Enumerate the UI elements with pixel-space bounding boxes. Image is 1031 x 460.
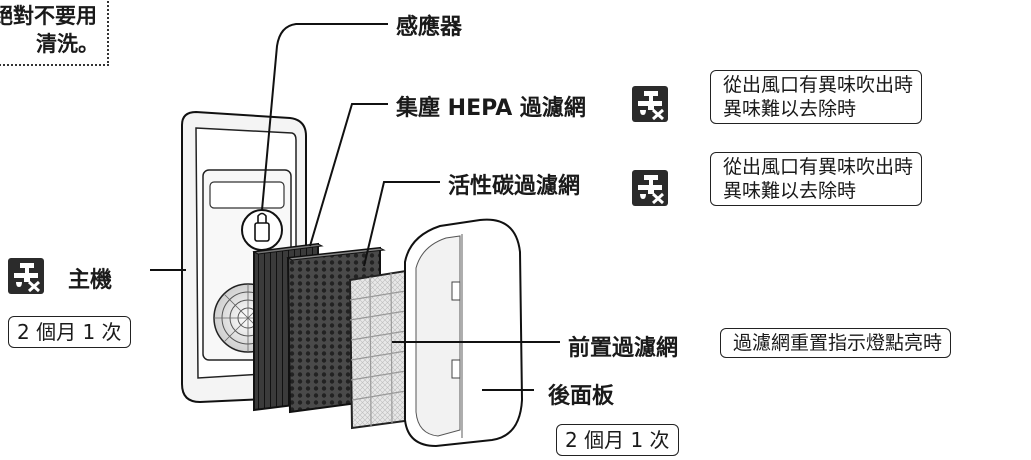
hepa-note: 從出風口有異味吹出時 異味難以去除時 (710, 70, 923, 124)
carbon-note-line-1: 從出風口有異味吹出時 (723, 156, 914, 178)
no-water-wash-icon (8, 258, 44, 294)
hepa-note-line-2: 異味難以去除時 (723, 98, 857, 120)
carbon-note-line-2: 異味難以去除時 (723, 180, 857, 202)
pre-filter (348, 268, 413, 430)
main-unit-frequency: 2 個月 1 次 (8, 316, 131, 348)
prefilter-label: 前置過濾網 (568, 336, 679, 361)
carbon-note: 從出風口有異味吹出時 異味難以去除時 (710, 152, 923, 206)
carbon-label: 活性碳過濾網 (448, 174, 581, 199)
leader-lines (150, 23, 560, 391)
back-panel-frequency: 2 個月 1 次 (556, 424, 679, 456)
hepa-label: 集塵 HEPA 過濾網 (396, 96, 586, 121)
no-water-wash-icon (632, 86, 668, 122)
sensor-label: 感應器 (396, 15, 463, 40)
back-panel-label: 後面板 (548, 384, 615, 409)
main-unit-label: 主機 (68, 268, 113, 293)
no-water-wash-icon (632, 170, 668, 206)
prefilter-note: 過濾網重置指示燈點亮時 (720, 328, 952, 358)
warning-note: 絕對不要用 清洗。 (0, 0, 109, 66)
back-panel (404, 218, 524, 448)
warning-line-1: 絕對不要用 (0, 4, 97, 28)
hepa-note-line-1: 從出風口有異味吹出時 (723, 74, 914, 96)
warning-line-2: 清洗。 (36, 32, 99, 56)
